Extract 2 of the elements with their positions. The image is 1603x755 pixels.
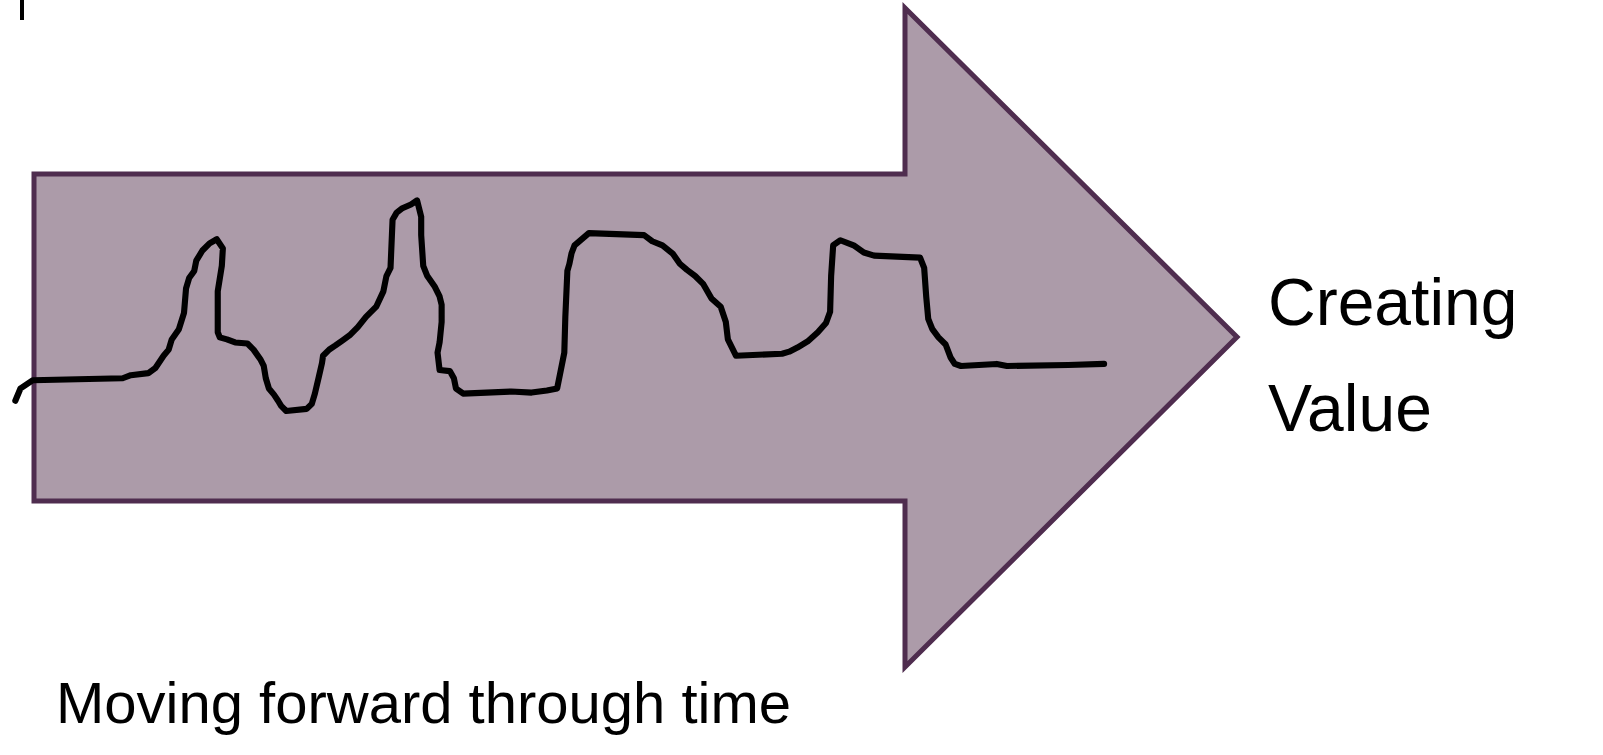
side-label: Creating Value <box>1268 264 1519 447</box>
caption: Moving forward through time <box>56 669 791 737</box>
